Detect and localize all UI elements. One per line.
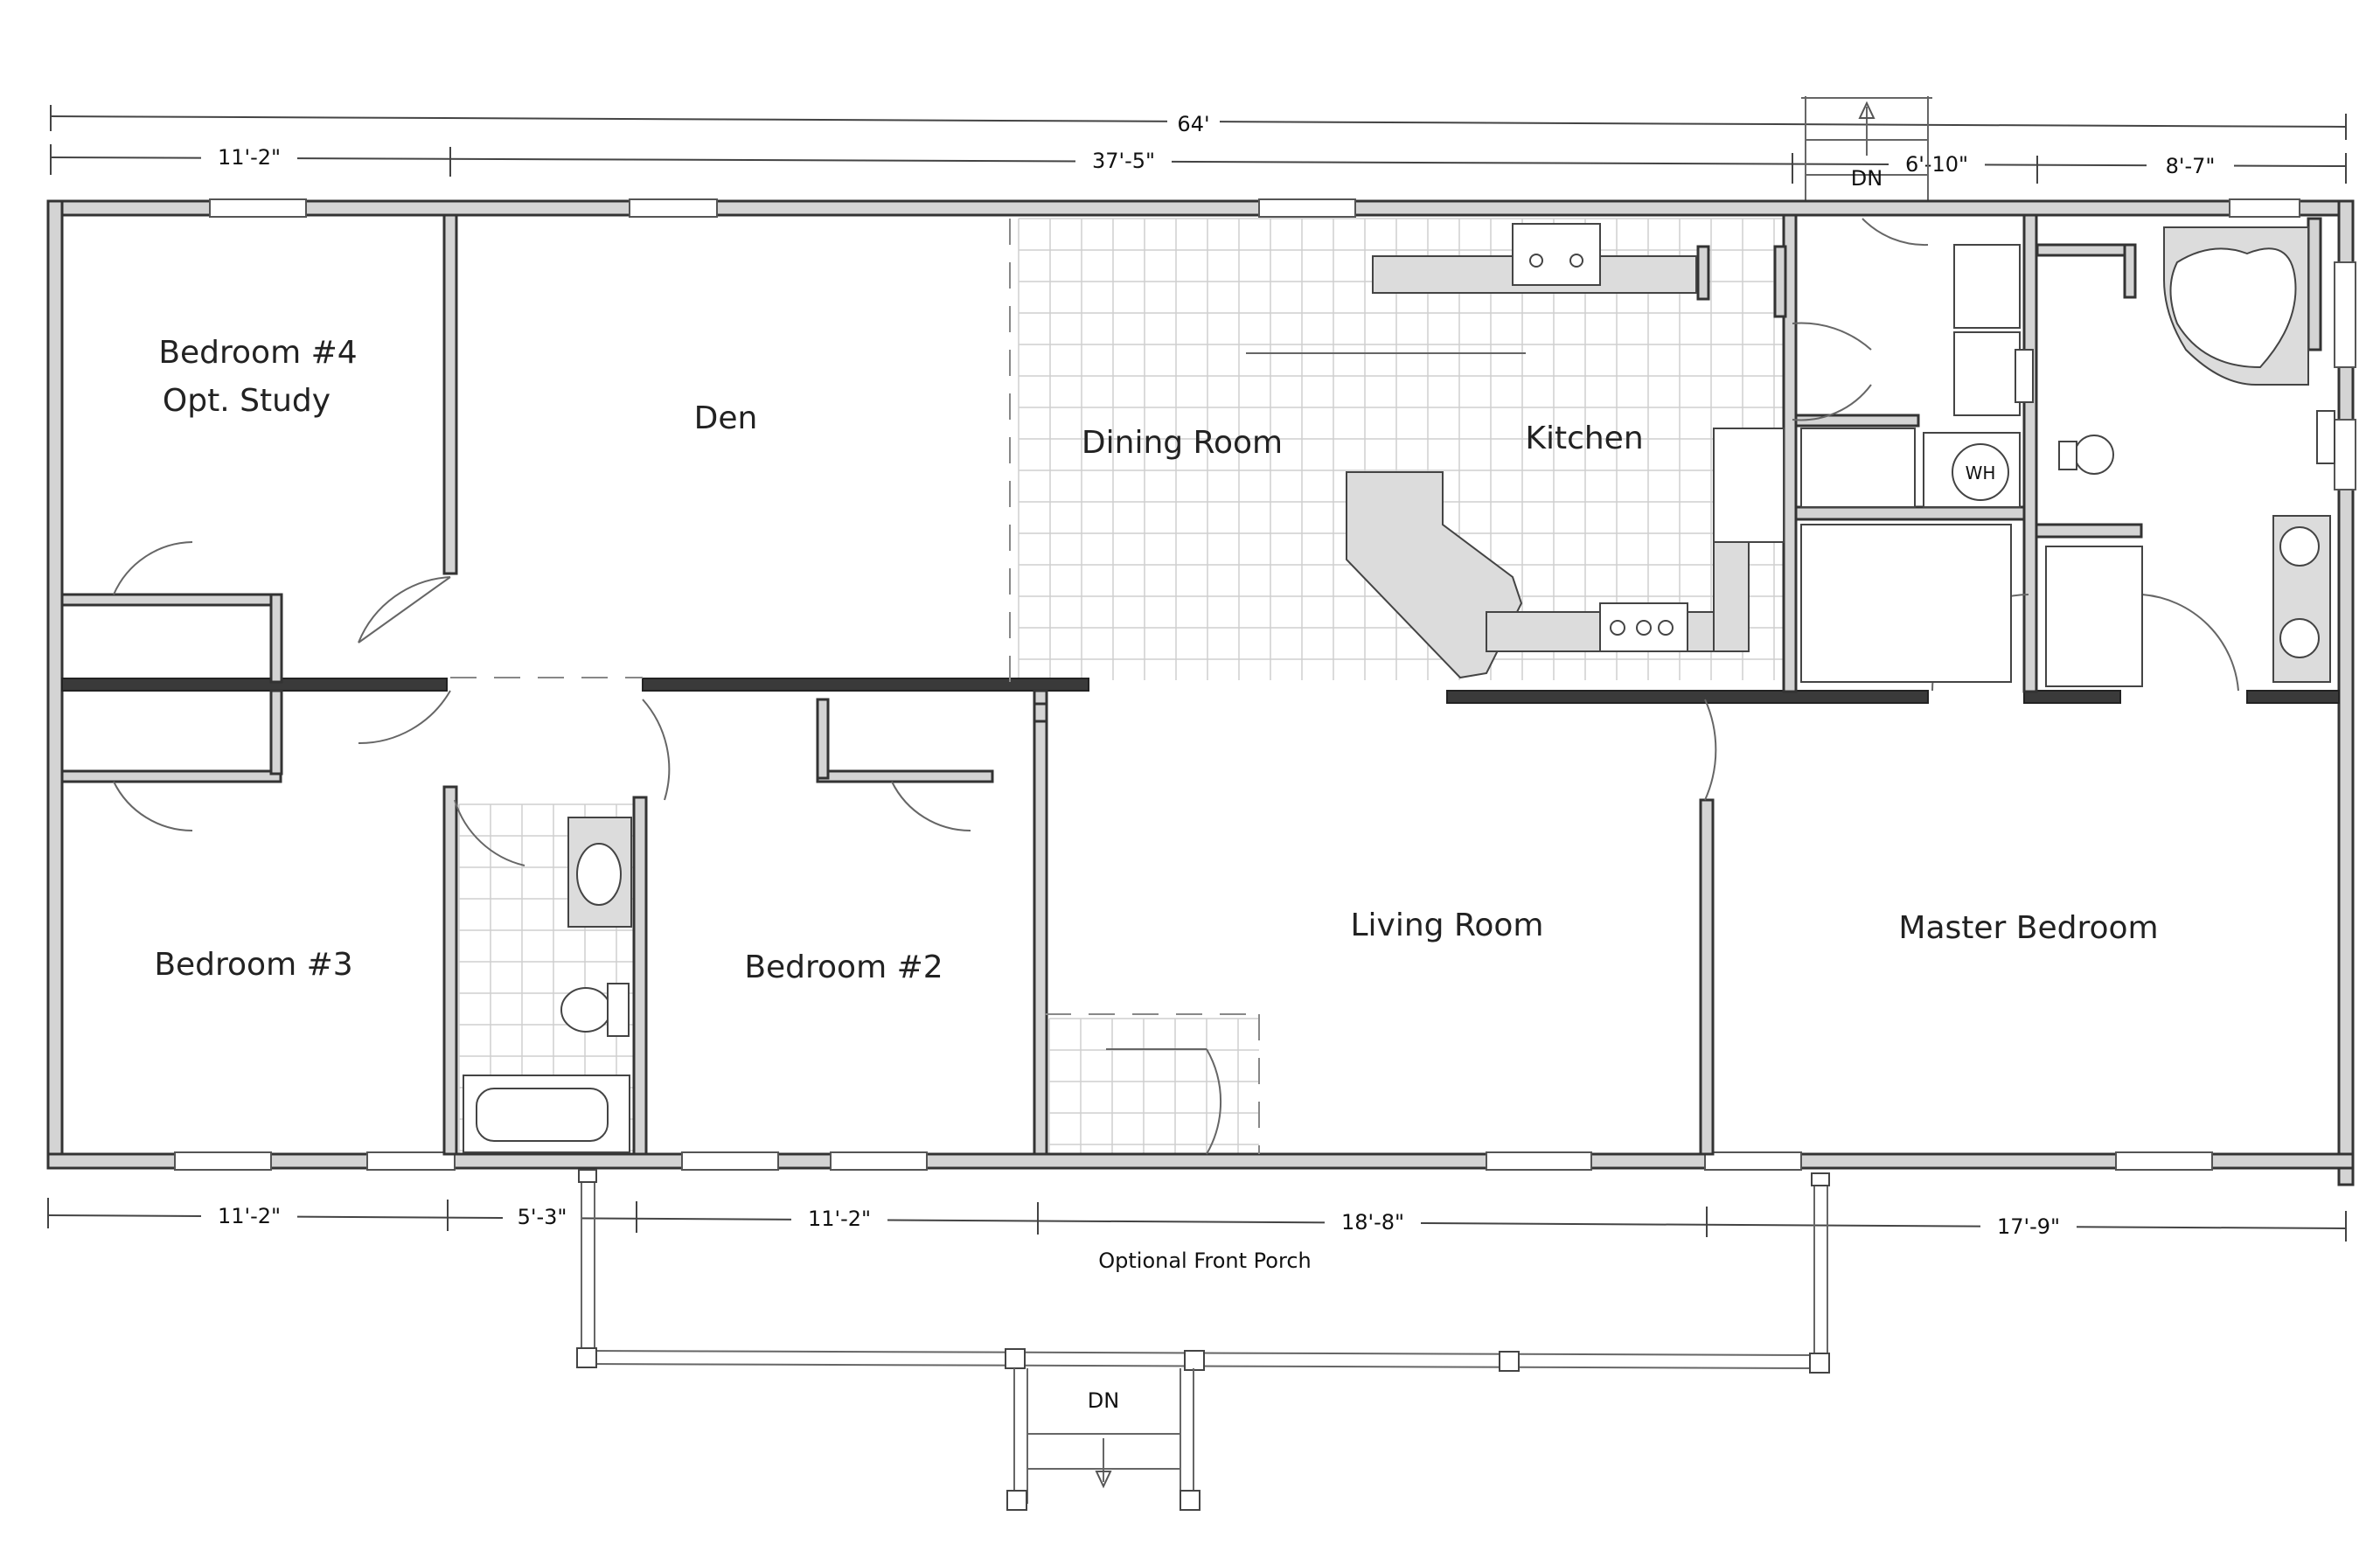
room-kitchen: Kitchen	[1525, 421, 1643, 456]
laundry-fixtures: WH	[1800, 244, 2021, 683]
top-dimensions: 64' 11'-2" 37'-5" 6'-10" 8'-7"	[50, 105, 2347, 184]
water-heater-icon	[1952, 443, 2009, 501]
front-stairs: DN	[1006, 1368, 1200, 1511]
rear-stairs: DN	[1801, 96, 1932, 205]
bottom-windows	[174, 1151, 2213, 1171]
room-master: Master Bedroom	[1898, 910, 2158, 946]
bath2-fixtures	[463, 817, 632, 1153]
interior-walls	[60, 213, 2340, 1156]
front-porch: Optional Front Porch	[576, 1169, 1830, 1374]
kitchen-fixtures	[1246, 223, 1785, 679]
room-bedroom3: Bedroom #3	[154, 947, 352, 983]
rear-stairs-label: DN	[1851, 166, 1882, 191]
bath2-sink-icon	[576, 843, 622, 906]
porch-label: Optional Front Porch	[1098, 1249, 1311, 1273]
dim-bottom-4: 18'-8"	[1341, 1210, 1404, 1235]
shower-icon	[2045, 546, 2143, 687]
toilet-icon	[2074, 435, 2114, 475]
dim-overall: 64'	[1177, 112, 1209, 136]
dim-top-3: 6'-10"	[1905, 152, 1968, 177]
room-bedroom4-sub: Opt. Study	[163, 383, 331, 419]
dim-bottom-5: 17'-9"	[1997, 1214, 2060, 1239]
room-bedroom2: Bedroom #2	[744, 949, 943, 985]
water-heater-label: WH	[1966, 463, 1996, 483]
front-stairs-label: DN	[1088, 1388, 1119, 1413]
dim-top-1: 11'-2"	[218, 145, 281, 170]
dim-bottom-3: 11'-2"	[808, 1207, 871, 1231]
room-dining: Dining Room	[1082, 425, 1283, 461]
dim-top-4: 8'-7"	[2166, 154, 2216, 178]
dashed-openings	[450, 219, 1260, 1154]
sink-icon-1	[2279, 526, 2320, 567]
top-windows	[209, 198, 2356, 490]
room-den: Den	[694, 400, 758, 436]
sink-icon-2	[2279, 618, 2320, 658]
room-living: Living Room	[1351, 908, 1544, 943]
bath2-toilet-icon	[560, 987, 611, 1033]
entry-tile-floor	[1048, 1018, 1259, 1154]
room-labels: Bedroom #4 Opt. Study Den Dining Room Ki…	[154, 335, 2158, 985]
dim-bottom-1: 11'-2"	[218, 1204, 281, 1228]
dim-bottom-2: 5'-3"	[518, 1205, 567, 1229]
master-bath-fixtures	[2015, 226, 2335, 687]
room-bedroom4: Bedroom #4	[158, 335, 357, 371]
bottom-dimensions: 11'-2" 5'-3" 11'-2" 18'-8" 17'-9"	[47, 1198, 2347, 1242]
dim-top-2: 37'-5"	[1092, 149, 1155, 173]
